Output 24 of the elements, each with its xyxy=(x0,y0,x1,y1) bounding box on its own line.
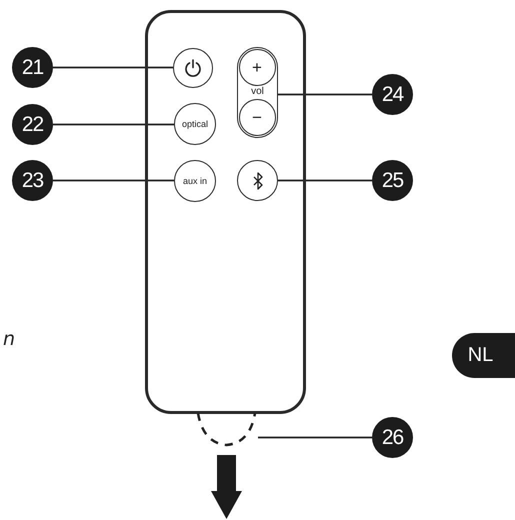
callout-number: 24 xyxy=(372,74,413,115)
leader-line xyxy=(278,180,372,182)
leader-line xyxy=(258,436,372,438)
leader-line xyxy=(53,180,174,182)
optical-button: optical xyxy=(174,103,216,145)
callout-number: 23 xyxy=(12,160,53,201)
leader-line xyxy=(53,66,173,68)
cut-off-text: n xyxy=(3,328,16,350)
bluetooth-button xyxy=(237,160,278,201)
leader-line xyxy=(278,94,372,96)
volume-down-button: − xyxy=(238,98,276,136)
volume-up-button: + xyxy=(238,48,276,86)
power-button xyxy=(173,48,213,88)
callout-number: 21 xyxy=(12,47,53,88)
language-tab: NL xyxy=(452,333,515,378)
callout-number: 26 xyxy=(372,417,413,458)
dashed-beam-arc xyxy=(195,413,258,447)
volume-label: vol xyxy=(251,86,264,98)
volume-rocker xyxy=(237,47,278,138)
aux-in-button: aux in xyxy=(174,160,216,202)
leader-line xyxy=(53,124,174,126)
callout-number: 25 xyxy=(372,160,413,201)
callout-number: 22 xyxy=(12,104,53,145)
remote-control-body xyxy=(145,10,306,414)
